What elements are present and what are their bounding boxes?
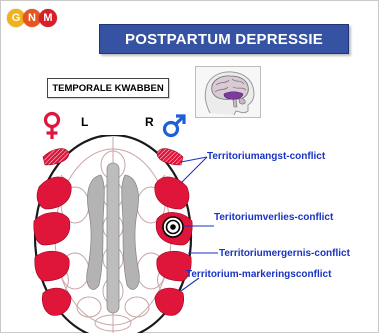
side-label-right: R [145,115,154,129]
conflict-label-territorium-markering: Territorium-markeringsconflict [186,269,331,280]
brain-image [195,66,261,118]
gnm-logo: G N M [7,7,73,29]
lobe-label: TEMPORALE KWABBEN [47,78,169,98]
side-label-left: L [81,115,88,129]
target-marker-icon [163,217,183,237]
brain-section-diagram [31,135,379,333]
conflict-label-teritoriumverlies: Teritoriumverlies-conflict [214,212,333,223]
logo-letter-m: M [39,9,57,27]
conflict-label-territoriumangst: Territoriumangst-conflict [207,151,325,162]
page-title: POSTPARTUM DEPRESSIE [99,24,349,54]
brain-temporal-lobe-icon [196,67,260,117]
conflict-label-territoriumergernis: Territoriumergernis-conflict [219,248,350,259]
